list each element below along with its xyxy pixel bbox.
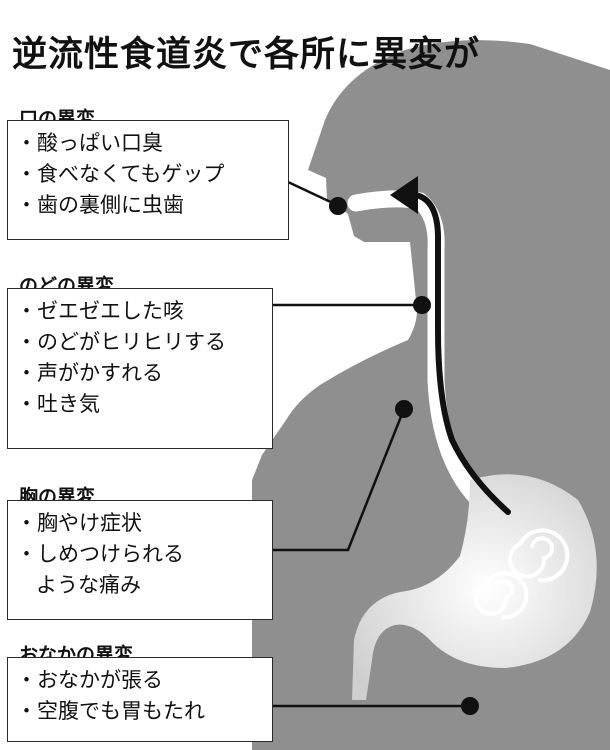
connector-mouth xyxy=(287,180,338,207)
dot-throat xyxy=(413,296,431,314)
list-item: ・しめつけられる xyxy=(16,542,184,566)
list-item: ・のどがヒリヒリする xyxy=(16,330,226,354)
acid-swirls xyxy=(474,528,570,620)
section-box-throat: ・ゼエゼエした咳 ・のどがヒリヒリする ・声がかすれる ・吐き気 xyxy=(7,288,273,449)
section-box-mouth: ・酸っぱい口臭 ・食べなくてもゲップ ・歯の裏側に虫歯 xyxy=(7,120,289,240)
list-item: ・胸やけ症状 xyxy=(16,511,142,535)
reflux-arrow-line xyxy=(405,192,511,515)
section-box-abdomen: ・おなかが張る ・空腹でも胃もたれ xyxy=(7,657,273,742)
page-title: 逆流性食道炎で各所に異変が xyxy=(12,35,481,75)
section-box-chest: ・胸やけ症状 ・しめつけられる ような痛み xyxy=(7,500,273,620)
list-item: ・空腹でも胃もたれ xyxy=(16,699,205,723)
list-item: ・声がかすれる xyxy=(16,361,163,385)
list-item: ・吐き気 xyxy=(16,392,100,416)
list-item: ・食べなくてもゲップ xyxy=(16,162,225,186)
list-item: ・酸っぱい口臭 xyxy=(16,131,163,155)
dot-stomach xyxy=(461,697,479,715)
list-item: ・ゼエゼエした咳 xyxy=(16,299,184,323)
list-item: ・おなかが張る xyxy=(16,668,163,692)
dot-mouth xyxy=(329,197,347,215)
list-item: ような痛み xyxy=(36,573,141,597)
reflux-arrowhead xyxy=(390,176,418,214)
list-item: ・歯の裏側に虫歯 xyxy=(16,193,184,217)
dot-chest xyxy=(395,400,413,418)
connector-chest xyxy=(272,408,406,552)
